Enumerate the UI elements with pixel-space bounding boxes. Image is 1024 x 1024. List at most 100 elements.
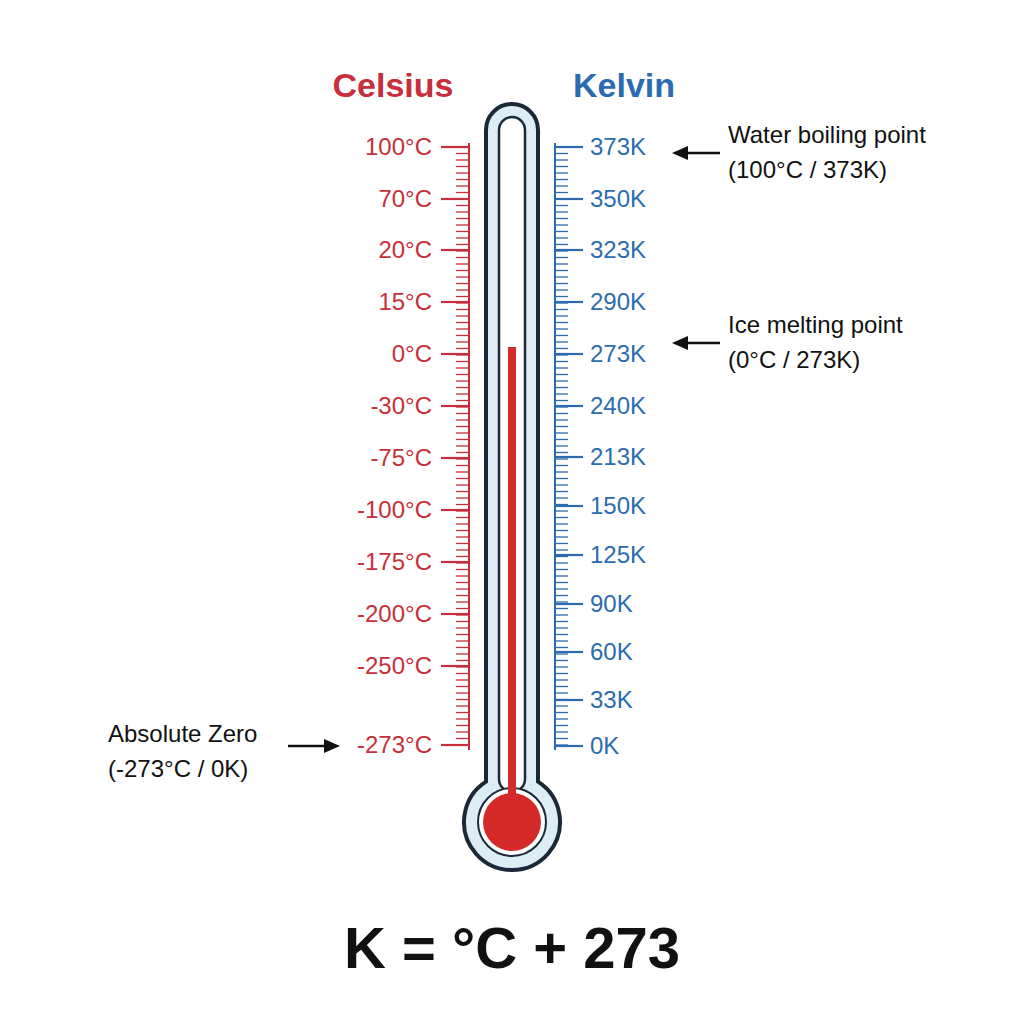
celsius-value-box: -75°C (370, 444, 432, 473)
minor-tick (555, 426, 568, 427)
celsius-value-box: -200°C (357, 600, 432, 629)
annotation-box: Absolute Zero (-273°C / 0K) (108, 717, 280, 787)
kelvin-value: 240K (590, 392, 646, 421)
minor-tick (456, 517, 469, 518)
kelvin-value: 290K (590, 288, 646, 317)
minor-tick (555, 692, 568, 693)
minor-tick (456, 445, 469, 446)
minor-tick (456, 673, 469, 674)
minor-tick (555, 601, 568, 602)
minor-tick (456, 523, 469, 524)
minor-tick (456, 218, 469, 219)
minor-tick (456, 166, 469, 167)
minor-tick (555, 231, 568, 232)
minor-tick (456, 582, 469, 583)
minor-tick (456, 478, 469, 479)
minor-tick (456, 387, 469, 388)
minor-tick (555, 653, 568, 654)
minor-tick (555, 712, 568, 713)
minor-tick (456, 536, 469, 537)
minor-tick (456, 692, 469, 693)
major-tick (555, 405, 583, 407)
minor-tick (456, 653, 469, 654)
major-tick (441, 301, 469, 303)
minor-tick (456, 705, 469, 706)
minor-tick (456, 647, 469, 648)
minor-tick (555, 296, 568, 297)
celsius-value-box: 20°C (378, 236, 432, 265)
minor-tick (555, 478, 568, 479)
minor-tick (456, 309, 469, 310)
minor-tick (555, 432, 568, 433)
minor-tick (456, 172, 469, 173)
kelvin-value-box: 0K (590, 732, 619, 761)
minor-tick (555, 270, 568, 271)
minor-tick (456, 237, 469, 238)
major-tick (555, 456, 583, 458)
major-tick (441, 744, 469, 746)
scale-heading-box: Celsius (333, 65, 454, 106)
celsius-value: -175°C (357, 548, 432, 577)
minor-tick (456, 328, 469, 329)
minor-tick (555, 224, 568, 225)
major-tick (555, 301, 583, 303)
major-tick (441, 457, 469, 459)
minor-tick (555, 595, 568, 596)
kelvin-value-box: 90K (590, 590, 633, 619)
thermometer-bulb-ring (478, 788, 546, 856)
minor-tick (555, 244, 568, 245)
major-tick (555, 603, 583, 605)
minor-tick (555, 588, 568, 589)
major-tick (441, 561, 469, 563)
minor-tick (555, 621, 568, 622)
minor-tick (555, 172, 568, 173)
minor-tick (456, 621, 469, 622)
minor-tick (456, 276, 469, 277)
minor-tick (555, 179, 568, 180)
celsius-value: -75°C (370, 444, 432, 473)
minor-tick (555, 640, 568, 641)
major-tick (555, 554, 583, 556)
minor-tick (555, 666, 568, 667)
celsius-value: -30°C (370, 392, 432, 421)
celsius-value: -250°C (357, 652, 432, 681)
kelvin-value-box: 323K (590, 236, 646, 265)
minor-tick (555, 322, 568, 323)
major-tick (555, 699, 583, 701)
kelvin-value-box: 150K (590, 492, 646, 521)
minor-tick (555, 465, 568, 466)
minor-tick (456, 588, 469, 589)
annotation: Water boiling point (100°C / 373K) (728, 118, 960, 188)
annotation-box: Ice melting point (0°C / 273K) (728, 308, 940, 378)
minor-tick (456, 263, 469, 264)
minor-tick (555, 569, 568, 570)
minor-tick (456, 725, 469, 726)
leader-line (684, 152, 720, 155)
leader-line (684, 342, 720, 345)
major-tick (555, 353, 583, 355)
minor-tick (456, 153, 469, 154)
kelvin-value: 60K (590, 638, 633, 667)
celsius-value: 70°C (378, 185, 432, 214)
kelvin-value: 0K (590, 732, 619, 761)
minor-tick (555, 738, 568, 739)
kelvin-value-box: 373K (590, 133, 646, 162)
minor-tick (456, 341, 469, 342)
celsius-value-box: -175°C (357, 548, 432, 577)
minor-tick (456, 608, 469, 609)
minor-tick (555, 309, 568, 310)
minor-tick (555, 361, 568, 362)
major-tick (441, 613, 469, 615)
major-tick (441, 249, 469, 251)
minor-tick (456, 289, 469, 290)
major-tick (555, 745, 583, 747)
minor-tick (456, 543, 469, 544)
major-tick (555, 505, 583, 507)
kelvin-value: 33K (590, 686, 633, 715)
major-tick (441, 353, 469, 355)
kelvin-value: 90K (590, 590, 633, 619)
minor-tick (456, 335, 469, 336)
kelvin-value-box: 125K (590, 541, 646, 570)
